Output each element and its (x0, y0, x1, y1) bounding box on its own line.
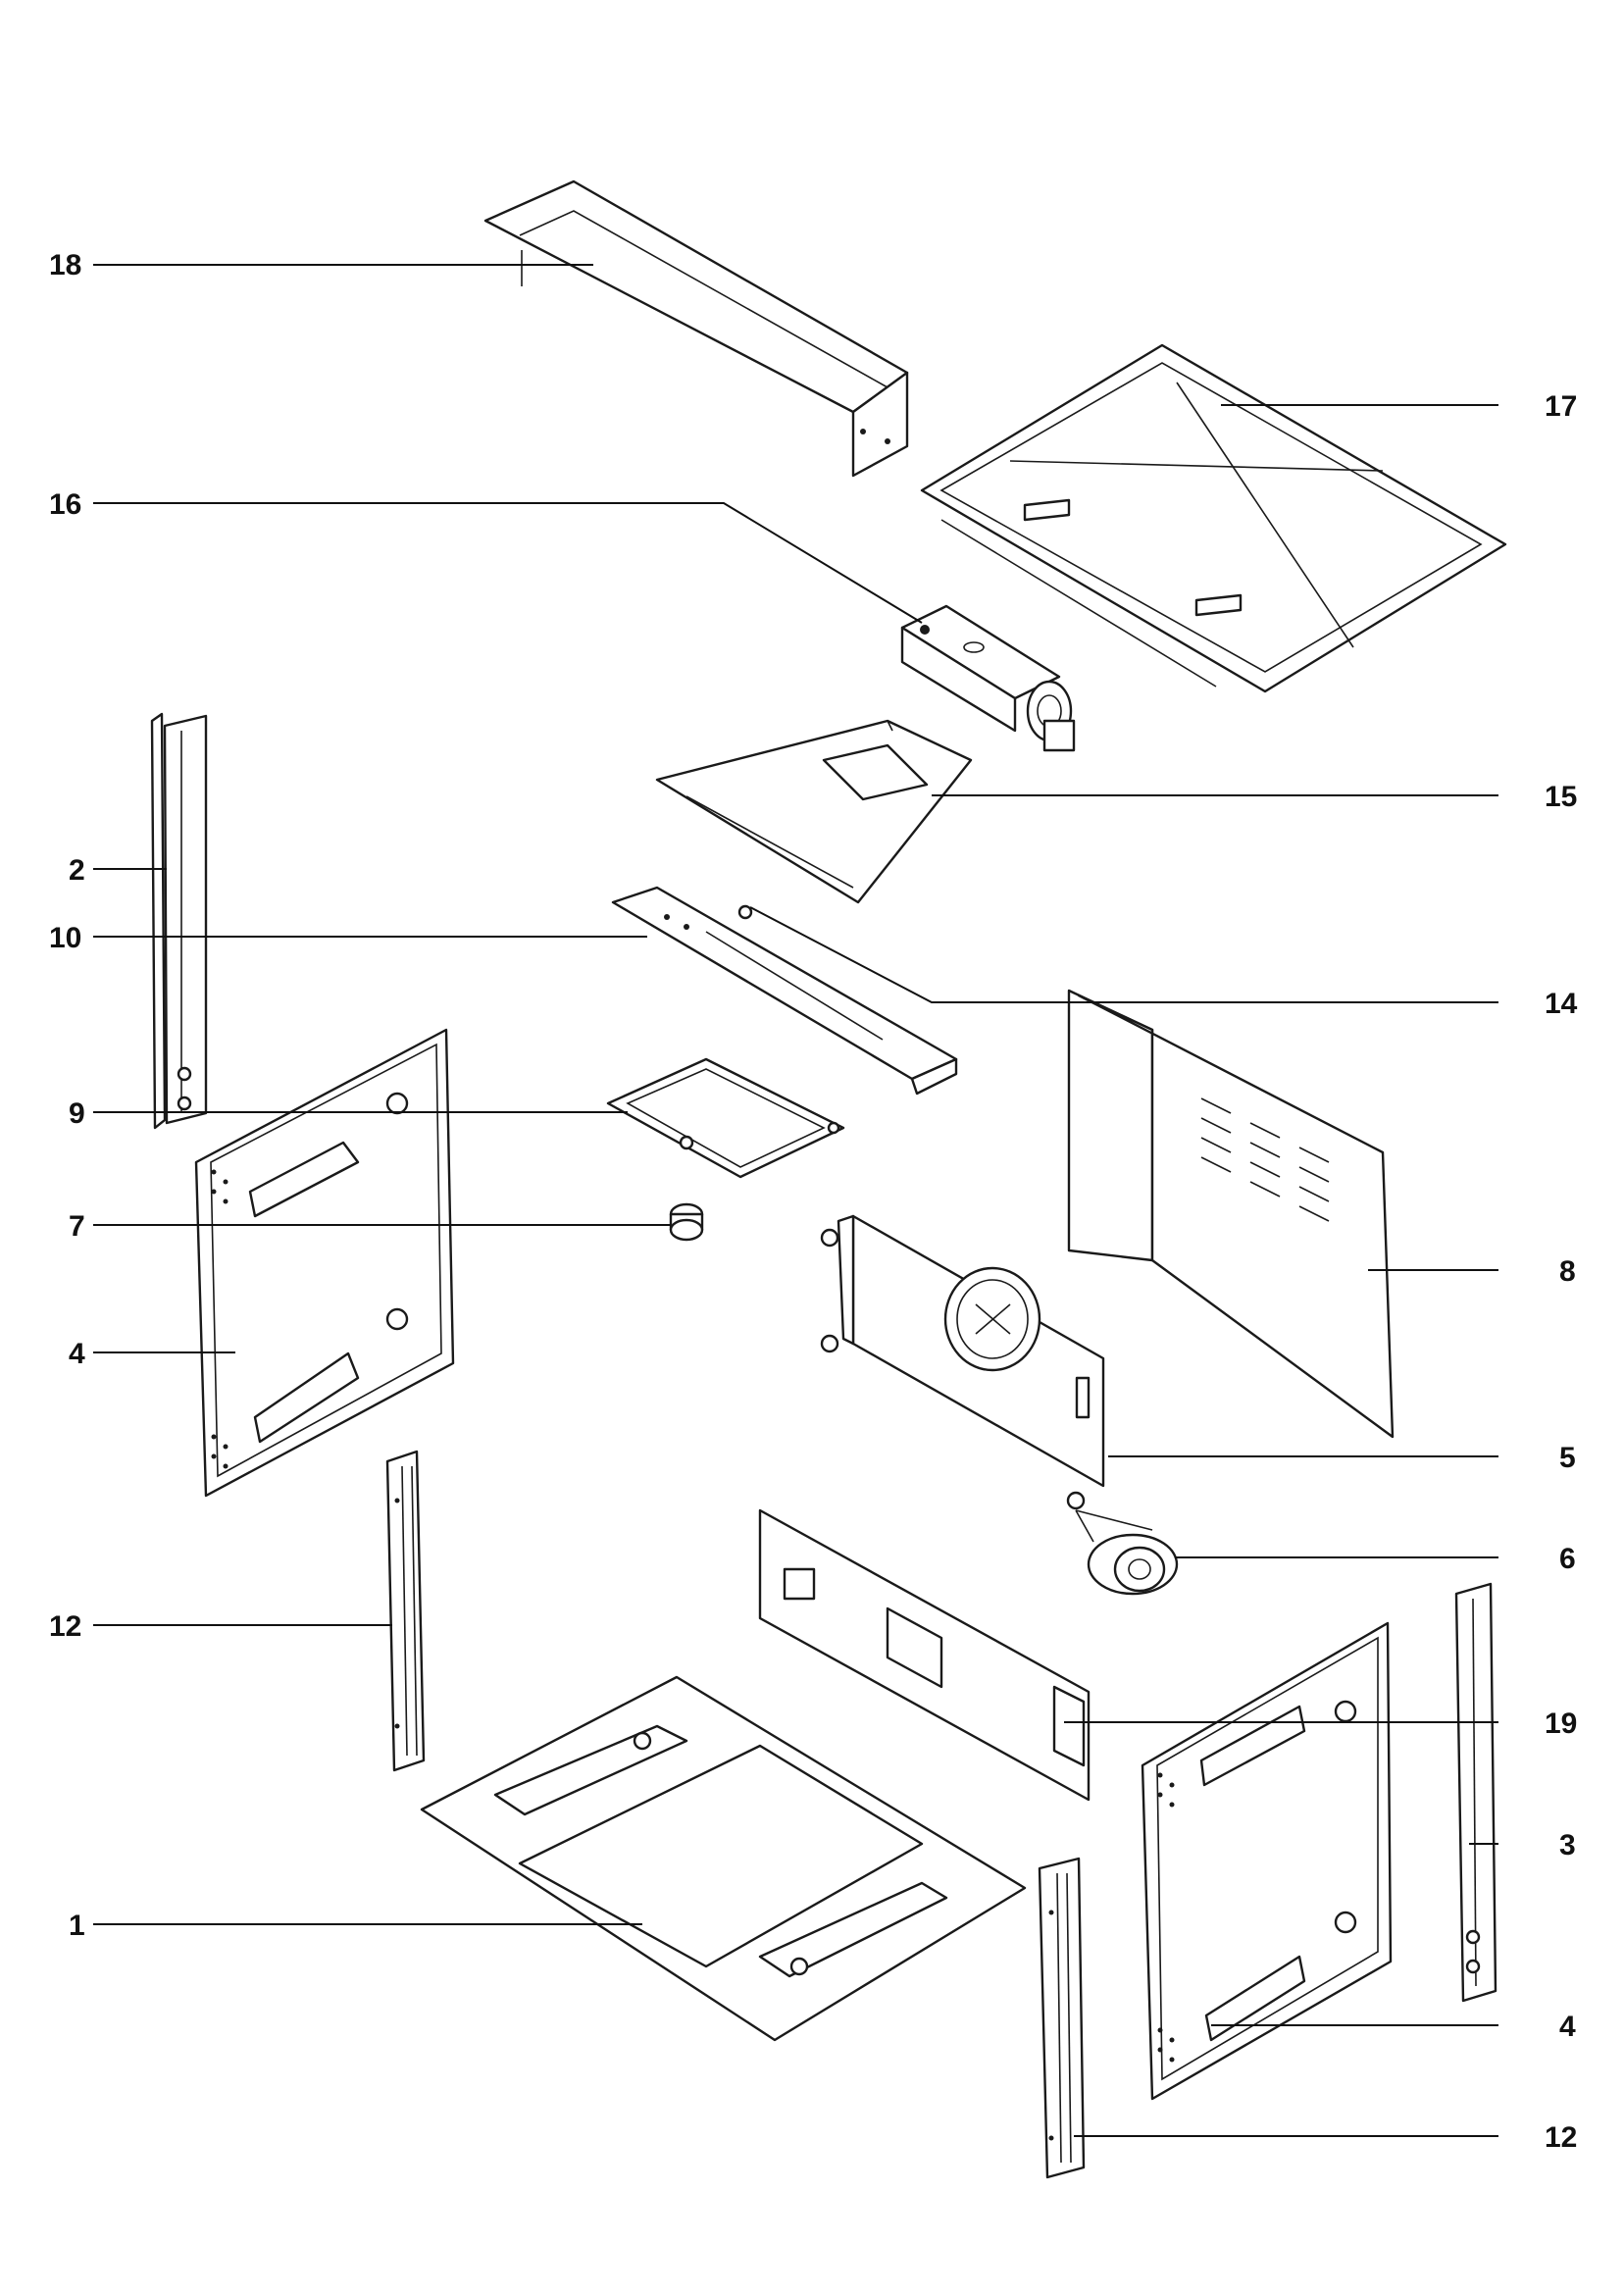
part-12-side-rail-upper (385, 1450, 426, 1772)
part-9-element-bracket (606, 1057, 845, 1179)
callout-9: 9 (69, 1097, 85, 1130)
part-8-rear-wrapper (1067, 989, 1395, 1439)
part-4-side-panel-left (194, 1028, 455, 1498)
callout-12b: 12 (1545, 2121, 1577, 2154)
callout-2: 2 (69, 854, 85, 887)
callout-1: 1 (69, 1910, 85, 1942)
callout-18: 18 (49, 249, 81, 281)
part-1-bottom-panel (420, 1675, 1027, 2042)
part-16-fan-motor (900, 604, 1076, 752)
callout-3: 3 (1559, 1829, 1576, 1861)
callout-10: 10 (49, 922, 81, 954)
part-4-side-panel-right (1141, 1621, 1393, 2101)
callout-4b: 4 (1559, 2011, 1576, 2043)
part-12-side-rail-lower (1038, 1857, 1086, 2179)
callout-4a: 4 (69, 1338, 85, 1370)
part-19-rear-panel (758, 1508, 1091, 1802)
leader-16 (93, 502, 923, 624)
callout-12a: 12 (49, 1610, 81, 1643)
callout-5: 5 (1559, 1442, 1576, 1474)
callout-6: 6 (1559, 1543, 1576, 1575)
part-18-top-cover (483, 179, 909, 478)
part-15-deflector-plate (655, 719, 973, 904)
part-17-top-panel (920, 343, 1507, 693)
part-7-bushing (669, 1202, 704, 1242)
part-10-control-bracket (611, 886, 958, 1096)
part-2-left-rail (150, 712, 208, 1130)
callout-17: 17 (1545, 390, 1577, 423)
leader-lines (93, 264, 1498, 2137)
callout-8: 8 (1559, 1255, 1576, 1288)
leader-14 (749, 906, 1498, 1003)
callout-14: 14 (1545, 988, 1578, 1020)
callout-16: 16 (49, 488, 81, 521)
part-3-right-rail (1454, 1582, 1497, 2003)
callout-15: 15 (1545, 781, 1577, 813)
callout-19: 19 (1545, 1708, 1577, 1740)
part-6-fan-nut (1066, 1491, 1179, 1596)
callout-numbers: 18 17 16 15 2 10 14 9 7 8 4 5 6 12 19 3 … (49, 249, 1578, 2154)
part-5-fan-cover (820, 1214, 1105, 1488)
callout-7: 7 (69, 1210, 85, 1243)
